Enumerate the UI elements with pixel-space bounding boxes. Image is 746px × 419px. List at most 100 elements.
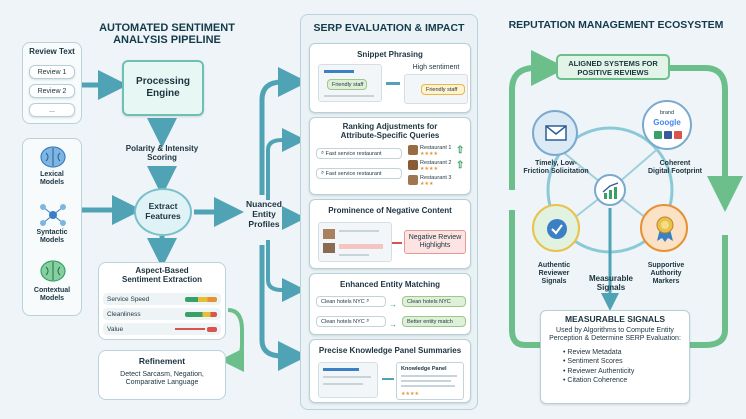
prominence-card: Prominence of Negative Content Negative … bbox=[309, 199, 471, 269]
brand-label: brand bbox=[659, 110, 675, 116]
serp-title: SERP EVALUATION & IMPACT bbox=[313, 22, 465, 34]
snippet-card: Snippet Phrasing Friendly staff High sen… bbox=[309, 43, 471, 113]
prominence-title: Prominence of Negative Content bbox=[328, 206, 452, 215]
serp-result-mock: Friendly staff bbox=[318, 64, 382, 102]
ecosystem-title: REPUTATION MANAGEMENT ECOSYSTEM bbox=[508, 19, 724, 31]
arrow-right-icon: → bbox=[389, 300, 397, 309]
serp-panel: SERP EVALUATION & IMPACT Snippet Phrasin… bbox=[300, 14, 478, 410]
signal-item: • Reviewer Authenticity bbox=[563, 367, 635, 375]
restaurant-thumb bbox=[408, 175, 418, 185]
brand-node: brand Google bbox=[642, 100, 692, 150]
knowledge-card: Precise Knowledge Panel Summaries Knowle… bbox=[309, 339, 471, 403]
mail-icon bbox=[545, 125, 567, 141]
facebook-icon bbox=[664, 131, 672, 139]
verified-badge-icon bbox=[547, 219, 567, 239]
aspect-label: Cleanliness bbox=[107, 310, 141, 318]
absa-title: Aspect-Based Sentiment Extraction bbox=[121, 266, 202, 285]
aspect-row: Service Speed bbox=[103, 293, 221, 305]
authentic-label: Authentic Reviewer Signals bbox=[537, 262, 571, 286]
timely-label: Timely, Low- Friction Solicitation bbox=[523, 160, 589, 176]
nuanced-profiles-label: Nuanced Entity Profiles bbox=[246, 199, 282, 229]
sentiment-bar bbox=[207, 326, 217, 332]
restaurant-label: Restaurant 3 bbox=[420, 175, 452, 181]
measurable-signals-box: MEASURABLE SIGNALS Used by Algorithms to… bbox=[540, 310, 690, 404]
brain-green-icon bbox=[40, 260, 66, 282]
serp-result-mock bbox=[318, 362, 378, 398]
processing-engine-label: Processing Engine bbox=[136, 76, 190, 99]
aligned-systems-box: ALIGNED SYSTEMS FOR POSITIVE REVIEWS bbox=[556, 54, 670, 80]
lexical-models-label: Lexical Models bbox=[39, 171, 65, 187]
sentiment-bar bbox=[185, 296, 217, 302]
star-rating: ★★★★ bbox=[420, 151, 438, 157]
aspect-row: Cleanliness bbox=[103, 308, 221, 320]
ranking-title: Ranking Adjustments for Attribute-Specif… bbox=[340, 122, 440, 141]
signals-desc: Used by Algorithms to Compute Entity Per… bbox=[549, 327, 681, 343]
absa-panel: Aspect-Based Sentiment Extraction Servic… bbox=[98, 262, 226, 340]
fast-service-query: ⌕ Fast service restaurant bbox=[316, 168, 402, 179]
signals-title: MEASURABLE SIGNALS bbox=[564, 314, 666, 324]
review-text-title: Review Text bbox=[29, 47, 75, 56]
review-2: Review 2 bbox=[29, 84, 75, 98]
polarity-scoring-label: Polarity & Intensity Scoring bbox=[125, 144, 199, 163]
clean-hotels-match: Clean hotels NYC bbox=[402, 296, 466, 307]
growth-chart-icon bbox=[602, 182, 619, 199]
restaurant-label: Restaurant 2 bbox=[420, 160, 452, 166]
clean-hotels-query: Clean hotels NYC ⌕ bbox=[316, 296, 386, 307]
snippet-title: Snippet Phrasing bbox=[357, 50, 423, 59]
search-icon: ⌕ bbox=[321, 170, 325, 176]
review-text-panel: Review Text Review 1 Review 2 ... bbox=[22, 42, 82, 124]
friendly-staff-highlight: Friendly staff bbox=[421, 84, 465, 95]
aspect-row: Value bbox=[103, 323, 221, 335]
negative-highlights-box: Negative Review Highlights bbox=[404, 230, 466, 254]
value-arrow-line bbox=[175, 328, 205, 330]
measurable-label: Measurable Signals bbox=[588, 274, 634, 293]
serp-result-mock bbox=[318, 222, 392, 262]
authentic-node bbox=[532, 204, 580, 252]
star-rating: ★★★★ bbox=[401, 391, 419, 397]
extract-features-node: Extract Features bbox=[134, 188, 192, 236]
network-icon bbox=[40, 204, 66, 226]
restaurant-label: Restaurant 1 bbox=[420, 145, 452, 151]
ranking-card: Ranking Adjustments for Attribute-Specif… bbox=[309, 117, 471, 195]
star-rating: ★★★★ bbox=[420, 166, 438, 172]
syntactic-models-label: Syntactic Models bbox=[36, 229, 68, 245]
brain-icon bbox=[40, 146, 66, 168]
processing-engine-box: Processing Engine bbox=[122, 60, 204, 116]
contextual-models-label: Contextual Models bbox=[33, 287, 71, 303]
supportive-node bbox=[640, 204, 688, 252]
aspect-label: Service Speed bbox=[107, 295, 150, 303]
high-sentiment-label: High sentiment bbox=[412, 64, 460, 71]
coherent-label: Coherent Digital Footprint bbox=[647, 160, 703, 176]
solicitation-node bbox=[532, 110, 578, 156]
signal-item: • Citation Coherence bbox=[563, 377, 628, 385]
star-rating: ★★★ bbox=[420, 181, 434, 187]
aspect-label: Value bbox=[107, 325, 124, 333]
measurable-node bbox=[594, 174, 626, 206]
knowledge-panel-mock: Knowledge Panel ★★★★ bbox=[396, 362, 464, 400]
fast-service-query: ⌕ Fast service restaurant bbox=[316, 148, 402, 159]
refinement-title: Refinement bbox=[138, 356, 186, 366]
matching-title: Enhanced Entity Matching bbox=[339, 280, 440, 289]
better-match-chip: Better entity match bbox=[402, 316, 466, 327]
up-arrow-icon: ⇧ bbox=[456, 160, 465, 171]
refinement-text: Detect Sarcasm, Negation, Comparative La… bbox=[120, 371, 204, 387]
signals-list: • Review Metadata • Sentiment Scores • R… bbox=[563, 348, 634, 386]
up-arrow-icon: ⇧ bbox=[456, 145, 465, 156]
knowledge-title: Precise Knowledge Panel Summaries bbox=[318, 346, 462, 355]
high-sentiment-mock: Friendly staff bbox=[404, 74, 468, 104]
arrow-right-icon: → bbox=[389, 320, 397, 329]
extract-features-label: Extract Features bbox=[145, 201, 181, 221]
app-icon bbox=[674, 131, 682, 139]
supportive-label: Supportive Authority Markers bbox=[647, 262, 685, 286]
friendly-staff-chip: Friendly staff bbox=[327, 79, 367, 90]
pipeline-title: AUTOMATED SENTIMENT ANALYSIS PIPELINE bbox=[99, 22, 235, 47]
search-icon: ⌕ bbox=[321, 150, 325, 156]
award-ribbon-icon bbox=[656, 216, 674, 242]
knowledge-panel-label: Knowledge Panel bbox=[401, 366, 447, 372]
restaurant-thumb bbox=[408, 145, 418, 155]
models-panel: Lexical Models Syntactic Models Contextu… bbox=[22, 138, 82, 316]
refinement-panel: Refinement Detect Sarcasm, Negation, Com… bbox=[98, 350, 226, 400]
signal-item: • Review Metadata bbox=[563, 349, 622, 356]
review-more: ... bbox=[29, 103, 75, 117]
